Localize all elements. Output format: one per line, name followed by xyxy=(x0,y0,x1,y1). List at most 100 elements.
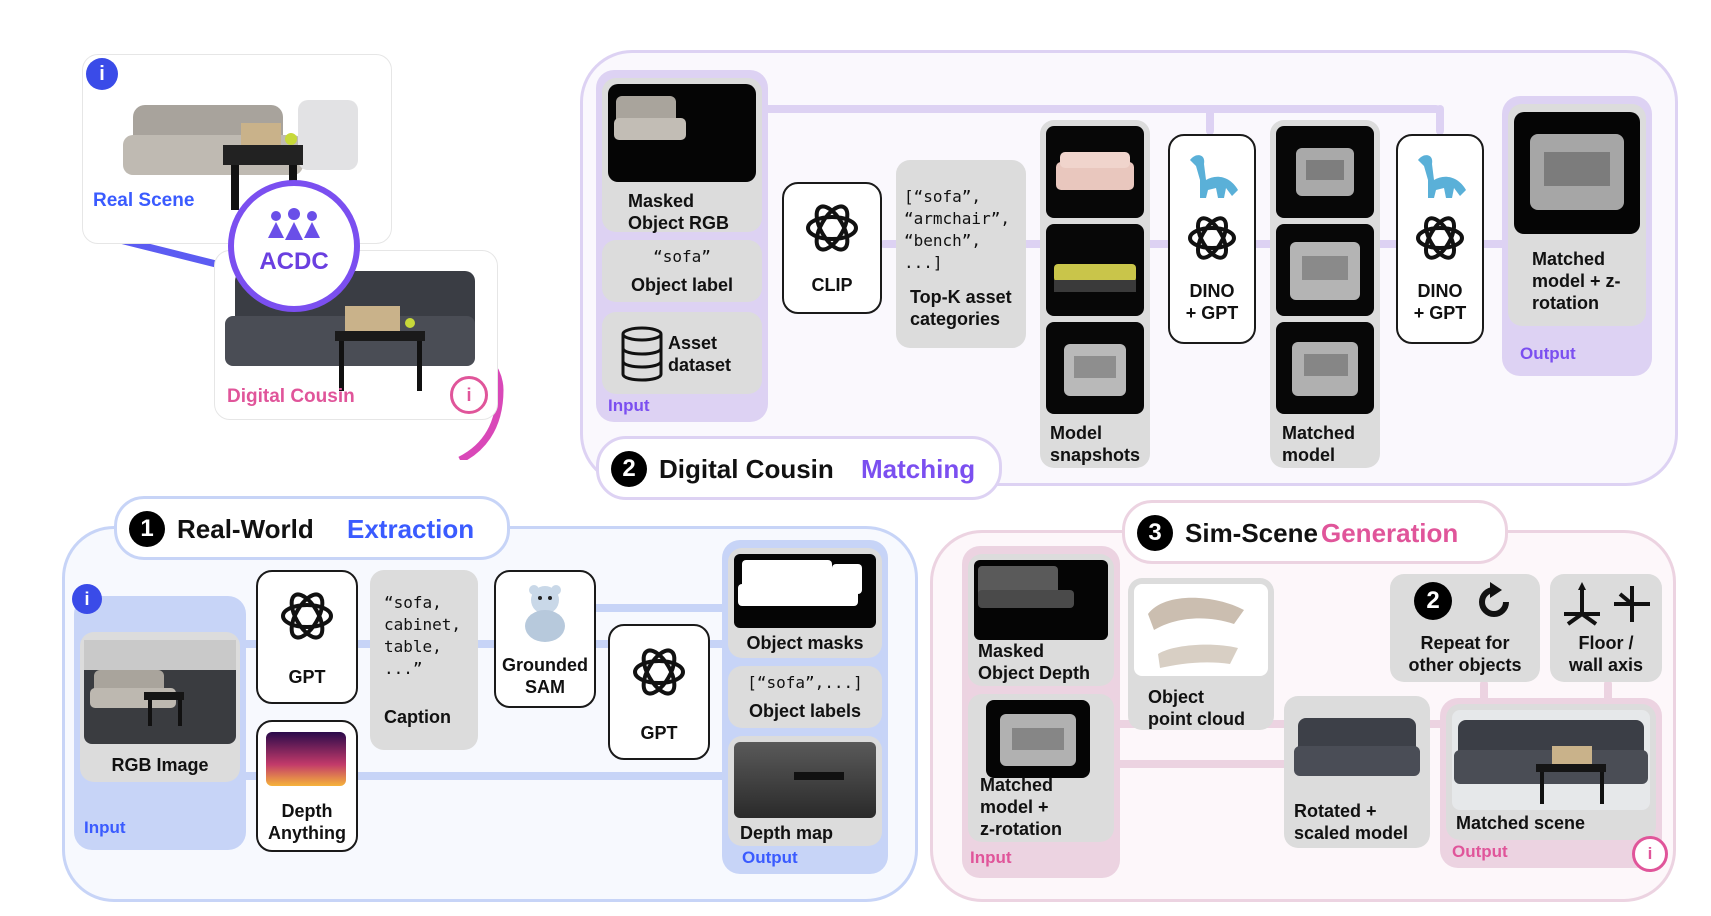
overview-panel: Real Scene i Digital Cousin i ACDC xyxy=(60,50,560,460)
grounded-sam-label: Grounded SAM xyxy=(502,655,588,697)
rotated-model-tile: Rotated + scaled model xyxy=(1284,696,1430,848)
object-label-tile: “sofa” Object label xyxy=(602,240,762,302)
info-icon: i xyxy=(86,58,118,90)
matched-model-label: Matched model xyxy=(1282,423,1356,465)
matched-model-tile: Matched model xyxy=(1270,120,1380,468)
info-icon-2: i xyxy=(72,584,102,614)
openai-logo-icon-2 xyxy=(1188,216,1236,260)
s2-input-tag: Input xyxy=(608,396,650,415)
caption-label: Caption xyxy=(384,707,451,727)
s2-connector-v2 xyxy=(1436,105,1444,135)
object-masks-tile: Object masks xyxy=(728,548,882,658)
section3-title-main: Sim-Scene xyxy=(1185,518,1318,548)
floor-wall-tile: Floor / wall axis xyxy=(1550,574,1662,682)
repeat-tile: 2 Repeat for other objects xyxy=(1390,574,1540,682)
snapshot-yellow-sofa xyxy=(1046,224,1144,316)
matched-output-label: Matched model + z- rotation xyxy=(1532,249,1621,313)
dino-gpt-box-2: DINO + GPT xyxy=(1396,134,1484,344)
s1-input-tag: Input xyxy=(84,818,126,837)
object-labels-tile: [“sofa”,...] Object labels xyxy=(728,666,882,728)
repeat-number-badge: 2 xyxy=(1414,582,1452,620)
section3-title: 3 Sim-Scene Generation xyxy=(1122,500,1508,564)
database-icon xyxy=(621,326,663,382)
dino-gpt-label-2: DINO + GPT xyxy=(1413,281,1467,323)
s3-connector-v1 xyxy=(1480,680,1488,710)
object-labels-code: [“sofa”,...] xyxy=(747,673,863,692)
s2-connector-v1 xyxy=(1206,105,1214,135)
asset-dataset-label: Asset dataset xyxy=(668,333,732,375)
dinosaur-icon-2 xyxy=(1418,155,1466,198)
person-icon-2: i xyxy=(1632,836,1668,872)
caption-code: “sofa, cabinet, table, ...” xyxy=(384,593,462,678)
rgb-image-label: RGB Image xyxy=(111,755,209,775)
dino-gpt-box-1: DINO + GPT xyxy=(1168,134,1256,344)
openai-logo-icon xyxy=(806,204,858,252)
masked-rgb-label: Masked Object RGB xyxy=(628,191,730,233)
object-label-text: Object label xyxy=(630,275,734,295)
section1-title-main: Real-World xyxy=(177,514,314,544)
object-labels-label: Object labels xyxy=(748,701,862,721)
section2-title: 2 Digital Cousin Matching xyxy=(596,436,1002,500)
s1-connector-h3 xyxy=(590,604,740,612)
topk-code: [“sofa”, “armchair”, “bench”, ...] xyxy=(904,187,1010,272)
repeat-label: Repeat for other objects xyxy=(1408,633,1522,675)
axis-icon xyxy=(1564,582,1650,626)
topk-tile: [“sofa”, “armchair”, “bench”, ...] Top-K… xyxy=(896,160,1026,348)
real-scene-label: Real Scene xyxy=(93,190,195,211)
openai-logo-icon-5 xyxy=(633,648,685,696)
s1-output-tag: Output xyxy=(742,848,798,867)
person-icon: i xyxy=(450,376,488,414)
masked-depth-image xyxy=(974,560,1108,640)
matched-candidate-2 xyxy=(1276,224,1374,316)
s3-connector-v2 xyxy=(1604,680,1612,710)
depth-anything-thumb xyxy=(266,732,346,786)
digital-cousin-label: Digital Cousin xyxy=(227,386,355,407)
depth-anything-label: Depth Anything xyxy=(268,801,346,843)
acdc-label: ACDC xyxy=(259,248,329,275)
depth-map-image xyxy=(734,742,876,818)
rotated-model-render xyxy=(1290,706,1424,790)
grounded-sam-box: Grounded SAM xyxy=(494,570,596,708)
dinosaur-icon xyxy=(1190,155,1238,198)
s3-input-tag: Input xyxy=(970,848,1012,867)
matched-rotation-render xyxy=(986,700,1090,778)
section2-title-accent: Matching xyxy=(861,454,976,484)
snapshot-armchair xyxy=(1046,322,1144,414)
refresh-icon xyxy=(1479,582,1509,617)
section1-number-badge: 1 xyxy=(129,511,165,547)
matched-scene-tile: Matched scene xyxy=(1446,704,1656,840)
matched-scene-label: Matched scene xyxy=(1456,813,1586,833)
matched-output-render xyxy=(1514,112,1640,234)
s2-connector-top xyxy=(760,105,1440,113)
section1-title-accent: Extraction xyxy=(347,514,475,544)
s2-output-tag: Output xyxy=(1520,344,1576,363)
masked-rgb-photo xyxy=(608,84,756,182)
floor-wall-label: Floor / wall axis xyxy=(1568,633,1644,675)
openai-logo-icon-3 xyxy=(1416,216,1464,260)
gpt-label-2: GPT xyxy=(640,723,678,743)
snapshot-pink-sofa xyxy=(1046,126,1144,218)
object-masks-label: Object masks xyxy=(746,633,864,653)
point-cloud-image xyxy=(1134,584,1268,676)
matched-scene-render xyxy=(1452,710,1650,810)
depth-anything-box: Depth Anything xyxy=(256,720,358,852)
bear-icon xyxy=(525,585,565,642)
gpt-box-1: GPT xyxy=(256,570,358,704)
matched-output-tile: Matched model + z- rotation xyxy=(1508,104,1646,326)
section3-title-accent: Generation xyxy=(1321,518,1459,548)
section3-number-badge: 3 xyxy=(1137,515,1173,551)
openai-logo-icon-4 xyxy=(281,592,333,640)
model-snapshots-label: Model snapshots xyxy=(1050,423,1141,465)
clip-model-box: CLIP xyxy=(782,182,882,314)
section2-title-main: Digital Cousin xyxy=(659,454,834,484)
caption-tile: “sofa, cabinet, table, ...” Caption xyxy=(370,570,478,750)
rotated-model-label: Rotated + scaled model xyxy=(1294,801,1409,843)
section1-title: 1 Real-World Extraction xyxy=(114,496,510,560)
model-snapshots-tile: Model snapshots xyxy=(1040,120,1150,468)
topk-label: Top-K asset categories xyxy=(910,287,1012,329)
s3-output-tag: Output xyxy=(1452,842,1508,861)
rgb-image-tile: RGB Image xyxy=(80,632,240,782)
object-masks-image xyxy=(734,554,876,628)
real-scene-card: Real Scene xyxy=(82,54,392,244)
matched-candidate-1 xyxy=(1276,126,1374,218)
